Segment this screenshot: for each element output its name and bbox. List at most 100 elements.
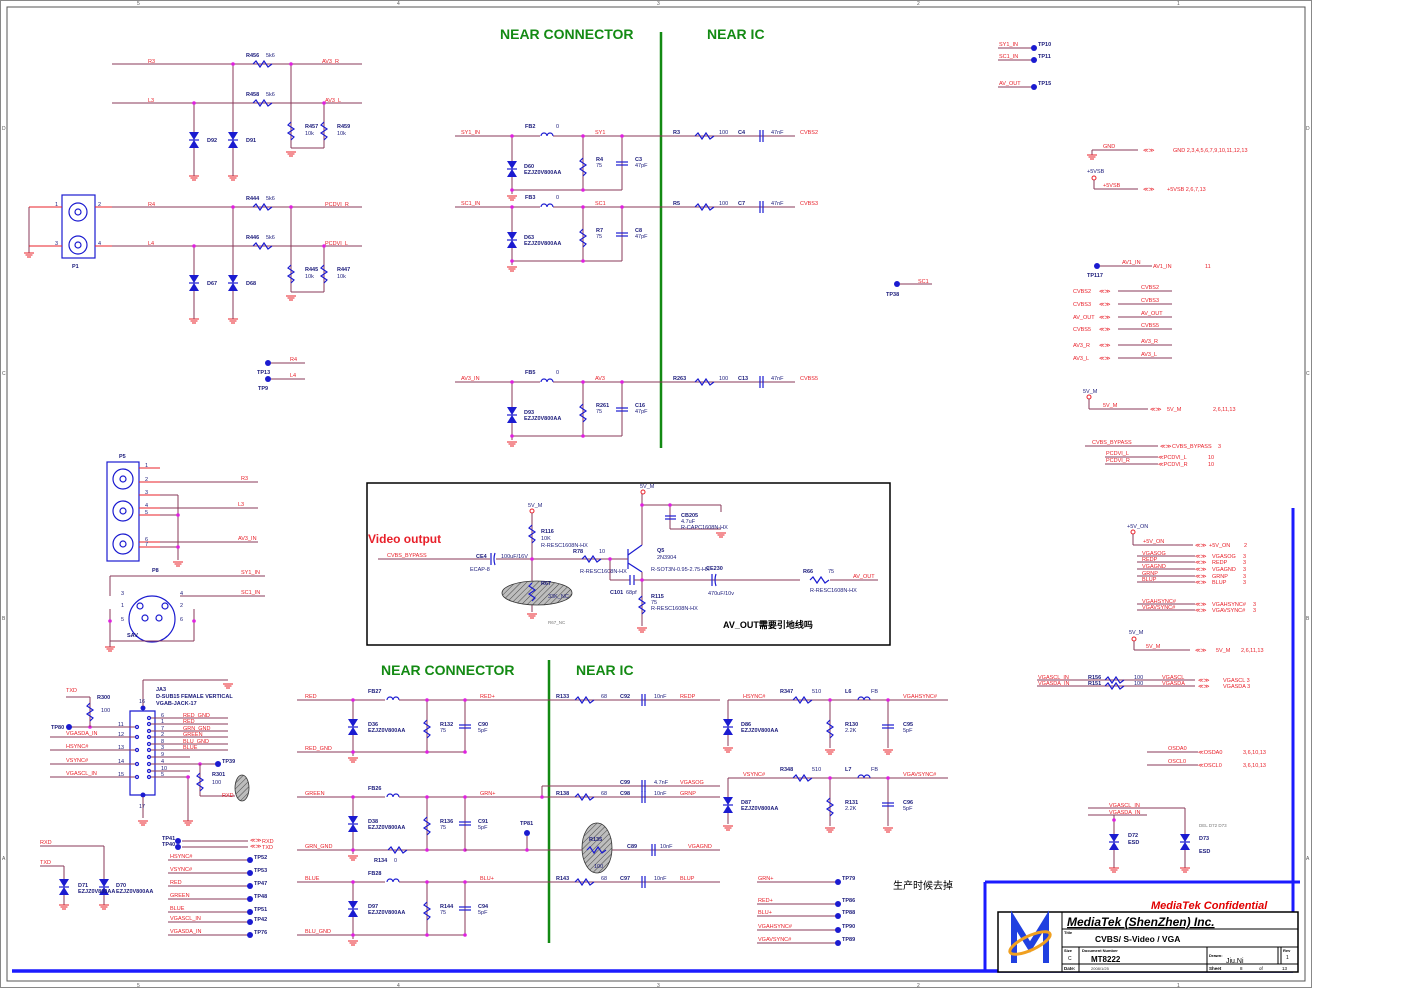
value-label: 47pF — [635, 163, 648, 169]
ref-label: D73 — [1199, 836, 1209, 842]
test-point[interactable] — [1031, 84, 1037, 90]
test-point[interactable] — [247, 857, 253, 863]
test-point[interactable] — [247, 909, 253, 915]
page-refs: 2,6,11,13 — [1213, 407, 1236, 413]
rail-5vm-2: 5V_M 5V_M ≪≫ 5V_M 2,6,11,13 — [1129, 630, 1264, 654]
resistor-symbol — [422, 719, 432, 739]
net-label: L4 — [148, 241, 154, 247]
pin-number: 17 — [139, 804, 145, 810]
ref-label: JA3 — [156, 687, 166, 693]
test-point[interactable] — [247, 883, 253, 889]
document-number: MT8222 — [1091, 955, 1121, 964]
test-points-rgb: GRN+TP79RED+TP86BLU+TP88VGAHSYNC#TP90VGA… — [757, 876, 855, 946]
net-label: VSYNC# — [170, 867, 193, 873]
rail-label: +5VSB — [1087, 169, 1105, 175]
ref-label: C89 — [627, 844, 637, 850]
ref-label: C97 — [620, 876, 630, 882]
test-point[interactable] — [835, 901, 841, 907]
offpage-connector-icon: ≪≫ — [1195, 554, 1207, 560]
page-refs: 10 — [1208, 462, 1214, 468]
resistor-symbol — [825, 719, 835, 739]
junction — [351, 933, 355, 937]
net-label: CVBS2 — [800, 130, 818, 136]
net-label: CVBS_BYPASS — [1092, 440, 1132, 446]
ground-icon — [824, 827, 836, 833]
ref-label: FB26 — [368, 786, 381, 792]
test-point[interactable] — [1031, 57, 1037, 63]
net-label: R3 — [241, 476, 248, 482]
ref-label: R138 — [556, 791, 569, 797]
ref-label: C94 — [478, 904, 489, 910]
net-label: AV3_R — [1141, 339, 1158, 345]
offpage-port: VGAVSYNC# — [1212, 608, 1246, 614]
pin-number: 5 — [161, 772, 164, 778]
test-point[interactable] — [524, 830, 530, 836]
ref-label: C7 — [738, 201, 745, 207]
junction — [525, 848, 529, 852]
test-point[interactable] — [1094, 263, 1100, 269]
pin-number: 16 — [139, 699, 145, 705]
test-point[interactable] — [835, 879, 841, 885]
capacitor-symbol — [641, 780, 646, 792]
ground-icon — [227, 175, 239, 181]
note-text: AV_OUT需要引地线吗 — [723, 619, 813, 630]
test-point[interactable] — [247, 919, 253, 925]
offpage-port: BLUP — [1212, 580, 1227, 586]
grid-column-label: 5 — [137, 983, 140, 989]
grid-column-label: 1 — [1177, 1, 1180, 7]
test-point[interactable] — [265, 376, 271, 382]
test-point[interactable] — [66, 724, 72, 730]
resistor-symbol — [792, 773, 813, 783]
net-label: CVBS3 — [1141, 298, 1159, 304]
junction — [186, 775, 190, 779]
capacitor-symbol — [459, 724, 471, 729]
junction — [828, 776, 832, 780]
part-label: EZJZ0V800AA — [368, 825, 405, 831]
page-refs: GND 2,3,4,5,6,7,9,10,11,12,13 — [1173, 148, 1248, 154]
net-label: GREEN — [305, 791, 325, 797]
offpage-port: VGASCL 3 — [1223, 678, 1250, 684]
ref-label: TP11 — [1038, 54, 1051, 60]
offpage-connector-icon: ≪≫ — [1143, 187, 1155, 193]
ref-label: R3 — [673, 130, 680, 136]
value-label: 100uF/16V — [501, 554, 528, 560]
test-point[interactable] — [175, 838, 181, 844]
test-point[interactable] — [175, 844, 181, 850]
junction — [581, 134, 585, 138]
test-point[interactable] — [835, 927, 841, 933]
junction — [425, 698, 429, 702]
zone-near-ic-bottom: NEAR IC — [576, 662, 634, 678]
value-label: 47pF — [635, 234, 648, 240]
ref-label: TP51 — [254, 907, 267, 913]
test-point[interactable] — [835, 940, 841, 946]
test-point[interactable] — [265, 360, 271, 366]
value-label: 75 — [440, 728, 446, 734]
test-point[interactable] — [894, 281, 900, 287]
net-label: VSYNC# — [66, 758, 89, 764]
pin-number: 4 — [161, 759, 164, 765]
value-label: 5pF — [478, 825, 488, 831]
ferrite-bead-symbol — [857, 774, 871, 779]
test-point[interactable] — [1031, 45, 1037, 51]
grid-column-label: 3 — [657, 983, 660, 989]
test-point[interactable] — [247, 896, 253, 902]
package-label: R-RESC1608N-HX — [651, 606, 698, 612]
test-points-left: R4 L4 TP13 TP9 — [257, 357, 305, 392]
net-label: TXD — [66, 688, 77, 694]
test-point[interactable] — [835, 913, 841, 919]
net-label: AV_OUT — [1141, 311, 1163, 317]
offpage-port: ≪OSDA0 — [1198, 750, 1222, 756]
offpage-ports: CVBS2≪≫CVBS2CVBS3≪≫CVBS3AV_OUT≪≫AV_OUTCV… — [1073, 285, 1172, 362]
test-point[interactable] — [247, 870, 253, 876]
net-label: SY1_IN — [999, 42, 1018, 48]
value-label: 68 — [601, 876, 607, 882]
offpage-port: CVBS_BYPASS — [1172, 444, 1212, 450]
grid-row-label: B — [2, 616, 6, 622]
test-point[interactable] — [247, 932, 253, 938]
tvs-diode-symbol — [189, 275, 199, 291]
net-label: CVBS5 — [800, 376, 818, 382]
test-point[interactable] — [215, 761, 221, 767]
ground-icon — [1108, 867, 1120, 873]
